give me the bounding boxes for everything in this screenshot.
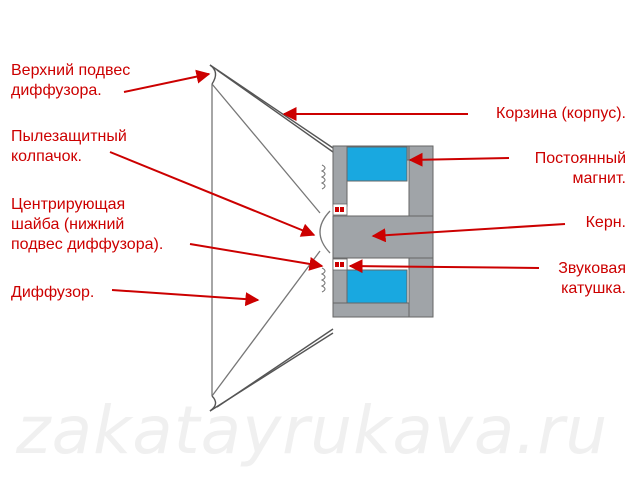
label-core: Керн. <box>585 214 626 231</box>
arrow-spider <box>189 243 324 271</box>
label-voice-coil: Звуковая катушка. <box>558 260 626 297</box>
label-dust-cap: Пылезащитный колпачок. <box>11 128 127 165</box>
arrow-cone <box>111 289 260 307</box>
upper-suspension <box>209 64 217 412</box>
label-basket: Корзина (корпус). <box>496 105 626 122</box>
pole-piece-core <box>332 215 434 259</box>
voice-coil <box>332 203 348 271</box>
basket-frame <box>209 64 334 412</box>
arrow-upper-suspension <box>123 69 211 93</box>
arrow-voice-coil <box>348 259 540 274</box>
arrows <box>109 69 566 307</box>
label-upper-suspension: Верхний подвес диффузора. <box>11 62 131 99</box>
label-magnet: Постоянный магнит. <box>534 150 626 187</box>
spider <box>320 164 326 293</box>
watermark: zakatayrukava.ru <box>16 392 609 469</box>
label-cone: Диффузор. <box>11 284 95 301</box>
dust-cap <box>319 210 331 254</box>
cone <box>211 83 321 397</box>
permanent-magnet <box>346 146 408 304</box>
arrow-magnet <box>408 152 510 167</box>
arrow-dust-cap <box>109 151 316 237</box>
arrow-core <box>371 223 566 243</box>
label-spider: Центрирующая шайба (нижний подвес диффуз… <box>11 196 164 253</box>
